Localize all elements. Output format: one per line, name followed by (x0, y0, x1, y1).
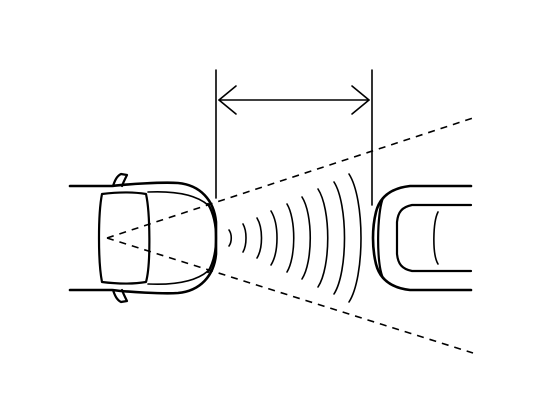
front-car-bumper (206, 202, 218, 274)
front-car-mirror-top (111, 172, 129, 188)
front-car-windshield (97, 191, 151, 285)
cone-upper-edge (106, 117, 474, 239)
front-car-body (68, 181, 218, 295)
rear-car-body (371, 184, 473, 292)
car-top-view-icon (68, 172, 218, 304)
distance-indicator (215, 69, 373, 206)
front-car-hood-line-bottom (147, 270, 209, 286)
rear-car-trunk-line (433, 211, 439, 265)
detection-cone (106, 117, 474, 354)
double-arrow-icon (218, 85, 370, 115)
rear-car-window (395, 203, 473, 273)
car-top-view-icon (371, 184, 473, 292)
rear-car-bumper (377, 196, 385, 280)
front-car-mirror-bottom (111, 288, 129, 304)
front-car-hood-line-top (147, 190, 209, 206)
cone-lower-edge (106, 237, 474, 354)
radar-wave-icon (228, 173, 362, 303)
